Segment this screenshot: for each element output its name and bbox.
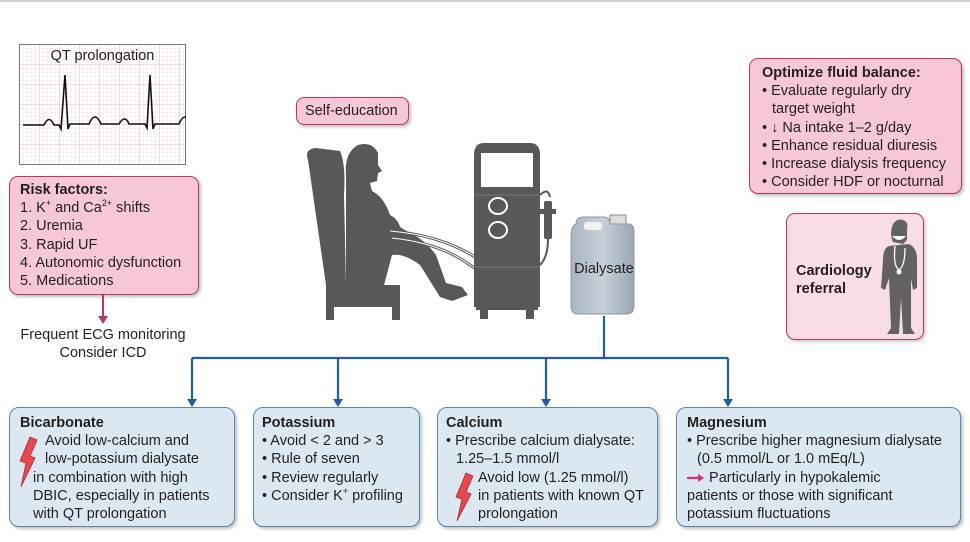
fluid-balance-item: • Enhance residual diuresis — [762, 137, 938, 154]
calcium-item: • Prescribe calcium dialysate: — [446, 433, 635, 450]
risk-factor-item: 3. Rapid UF — [20, 236, 98, 253]
connector-lines — [187, 316, 733, 407]
fluid-balance-box: Optimize fluid balance: • Evaluate regul… — [749, 58, 962, 194]
risk-factor-item: 5. Medications — [20, 273, 114, 290]
bicarbonate-box: Bicarbonate Avoid low-calcium and low-po… — [9, 407, 235, 527]
risk-outcome: Frequent ECG monitoring Consider ICD — [20, 327, 186, 362]
risk-factor-item: 1. K+ and Ca2+ shifts — [20, 198, 150, 217]
doctor-silhouette-icon — [881, 219, 917, 334]
dialysate-label: Dialysate — [574, 261, 634, 277]
calcium-warning-line: Avoid low (1.25 mmol/l) — [478, 469, 629, 486]
bicarbonate-line: with QT prolongation — [33, 506, 167, 523]
lightning-warning-icon — [19, 436, 38, 488]
ecg-title: QT prolongation — [50, 48, 155, 64]
magnesium-line: potassium fluctuations — [687, 506, 831, 523]
risk-factor-item: 4. Autonomic dysfunction — [20, 254, 182, 271]
fluid-balance-item: • Consider HDF or nocturnal — [762, 174, 944, 191]
arrowhead — [723, 399, 733, 407]
magnesium-line: patients or those with significant — [687, 487, 893, 504]
bicarbonate-line: low-potassium dialysate — [45, 451, 199, 468]
ecg-grid — [19, 44, 192, 165]
patient-silhouette-icon — [345, 144, 468, 301]
magnesium-arrow-line: Particularly in hypokalemic — [687, 469, 950, 487]
potassium-item: • Review regularly — [262, 469, 379, 486]
cardiology-referral-box: Cardiology referral — [786, 213, 924, 340]
magnesium-box: Magnesium • Prescribe higher magnesium d… — [676, 407, 961, 527]
calcium-warning-line: in patients with known QT — [478, 487, 645, 504]
fluid-balance-item: target weight — [772, 101, 856, 118]
calcium-item: 1.25–1.5 mmol/l — [456, 451, 560, 468]
magnesium-title: Magnesium — [687, 415, 767, 431]
bicarbonate-line: Avoid low-calcium and — [45, 433, 189, 450]
calcium-warning-line: prolongation — [478, 506, 558, 523]
magnesium-item: • Prescribe higher magnesium dialysate — [687, 433, 942, 450]
fluid-balance-title: Optimize fluid balance: — [762, 65, 921, 81]
potassium-item: • Avoid < 2 and > 3 — [262, 433, 384, 450]
potassium-item: • Consider K+ profiling — [262, 485, 403, 504]
risk-factors-title: Risk factors: — [20, 182, 108, 198]
risk-factors-box: Risk factors: 1. K+ and Ca2+ shifts 2. U… — [9, 176, 199, 295]
chair-icon — [307, 148, 400, 320]
arrowhead — [187, 399, 197, 407]
fluid-balance-item: • Evaluate regularly dry — [762, 83, 912, 100]
dialysate-jug-icon — [570, 214, 635, 315]
risk-arrow — [98, 295, 108, 324]
ecg-trace — [23, 74, 192, 132]
top-border — [0, 0, 970, 2]
arrowhead — [541, 399, 551, 407]
bicarbonate-title: Bicarbonate — [20, 415, 104, 431]
patient-dialysis-illustration — [307, 143, 556, 320]
cardiology-referral-label: Cardiology referral — [796, 263, 872, 298]
bicarbonate-line: DBIC, especially in patients — [33, 487, 210, 504]
self-education-badge: Self-education — [296, 97, 409, 125]
calcium-box: Calcium • Prescribe calcium dialysate: 1… — [437, 407, 658, 527]
potassium-item: • Rule of seven — [262, 451, 360, 468]
potassium-box: Potassium • Avoid < 2 and > 3 • Rule of … — [253, 407, 420, 527]
right-arrow-icon — [687, 473, 704, 482]
fluid-balance-item: • Increase dialysis frequency — [762, 156, 946, 173]
risk-factor-item: 2. Uremia — [20, 218, 83, 235]
lightning-warning-icon — [455, 472, 474, 522]
potassium-title: Potassium — [262, 415, 336, 431]
magnesium-item: (0.5 mmol/L or 1.0 mEq/L) — [697, 451, 865, 468]
dialysis-machine-icon — [474, 143, 556, 319]
fluid-balance-item: • ↓ Na intake 1–2 g/day — [762, 119, 912, 136]
ecg-panel: QT prolongation — [19, 44, 192, 165]
bicarbonate-line: in combination with high — [33, 469, 188, 486]
arrowhead — [333, 399, 343, 407]
calcium-title: Calcium — [446, 415, 503, 431]
